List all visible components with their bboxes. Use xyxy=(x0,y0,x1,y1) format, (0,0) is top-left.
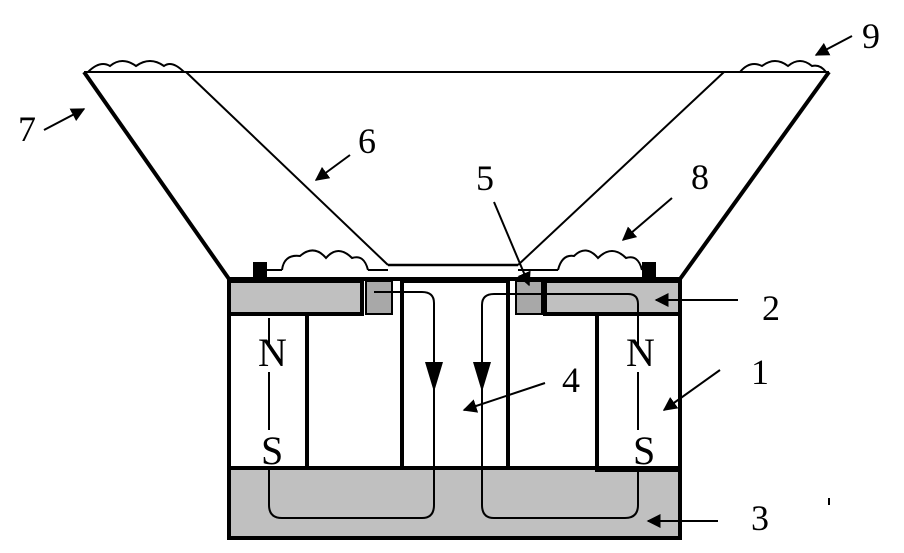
label-cone: 6 xyxy=(358,121,376,161)
pole-label-right-north: N xyxy=(626,330,655,375)
voice-coil-left xyxy=(365,280,393,315)
label-pole-piece: 4 xyxy=(562,360,580,400)
spider-mount-right xyxy=(642,262,656,278)
pole-label-left-south: S xyxy=(261,428,283,473)
voice-coil-right xyxy=(515,280,543,315)
top-plate-left xyxy=(227,279,364,316)
flux-path-left xyxy=(268,291,443,519)
flux-arrow-right xyxy=(473,362,491,392)
spider xyxy=(253,249,656,278)
leader-arrow-4 xyxy=(462,382,546,413)
leader-arrows xyxy=(43,35,853,528)
cone xyxy=(185,71,725,267)
flux-arrow-left xyxy=(425,362,443,392)
leader-arrow-5 xyxy=(493,201,531,287)
speaker-frame xyxy=(82,70,831,281)
label-top-plate: 2 xyxy=(762,288,780,328)
label-surround: 9 xyxy=(862,16,880,56)
label-bottom-plate: 3 xyxy=(751,498,769,538)
leader-arrow-6 xyxy=(314,154,351,181)
pole-label-right-south: S xyxy=(633,428,655,473)
pole-label-left-north: N xyxy=(258,330,287,375)
leader-arrow-9 xyxy=(814,35,853,56)
label-voice-coil: 5 xyxy=(476,158,494,198)
stray-mark xyxy=(828,498,830,505)
bottom-plate xyxy=(227,466,682,540)
label-spider: 8 xyxy=(691,157,709,197)
leader-arrow-8 xyxy=(621,197,673,241)
label-frame: 7 xyxy=(18,109,36,149)
pole-piece xyxy=(400,279,510,470)
spider-mount-left xyxy=(253,262,267,278)
top-plate-right xyxy=(543,279,682,316)
leader-arrow-1 xyxy=(662,369,721,411)
leader-arrow-7 xyxy=(43,108,86,131)
label-magnet: 1 xyxy=(751,352,769,392)
surround xyxy=(87,60,827,73)
